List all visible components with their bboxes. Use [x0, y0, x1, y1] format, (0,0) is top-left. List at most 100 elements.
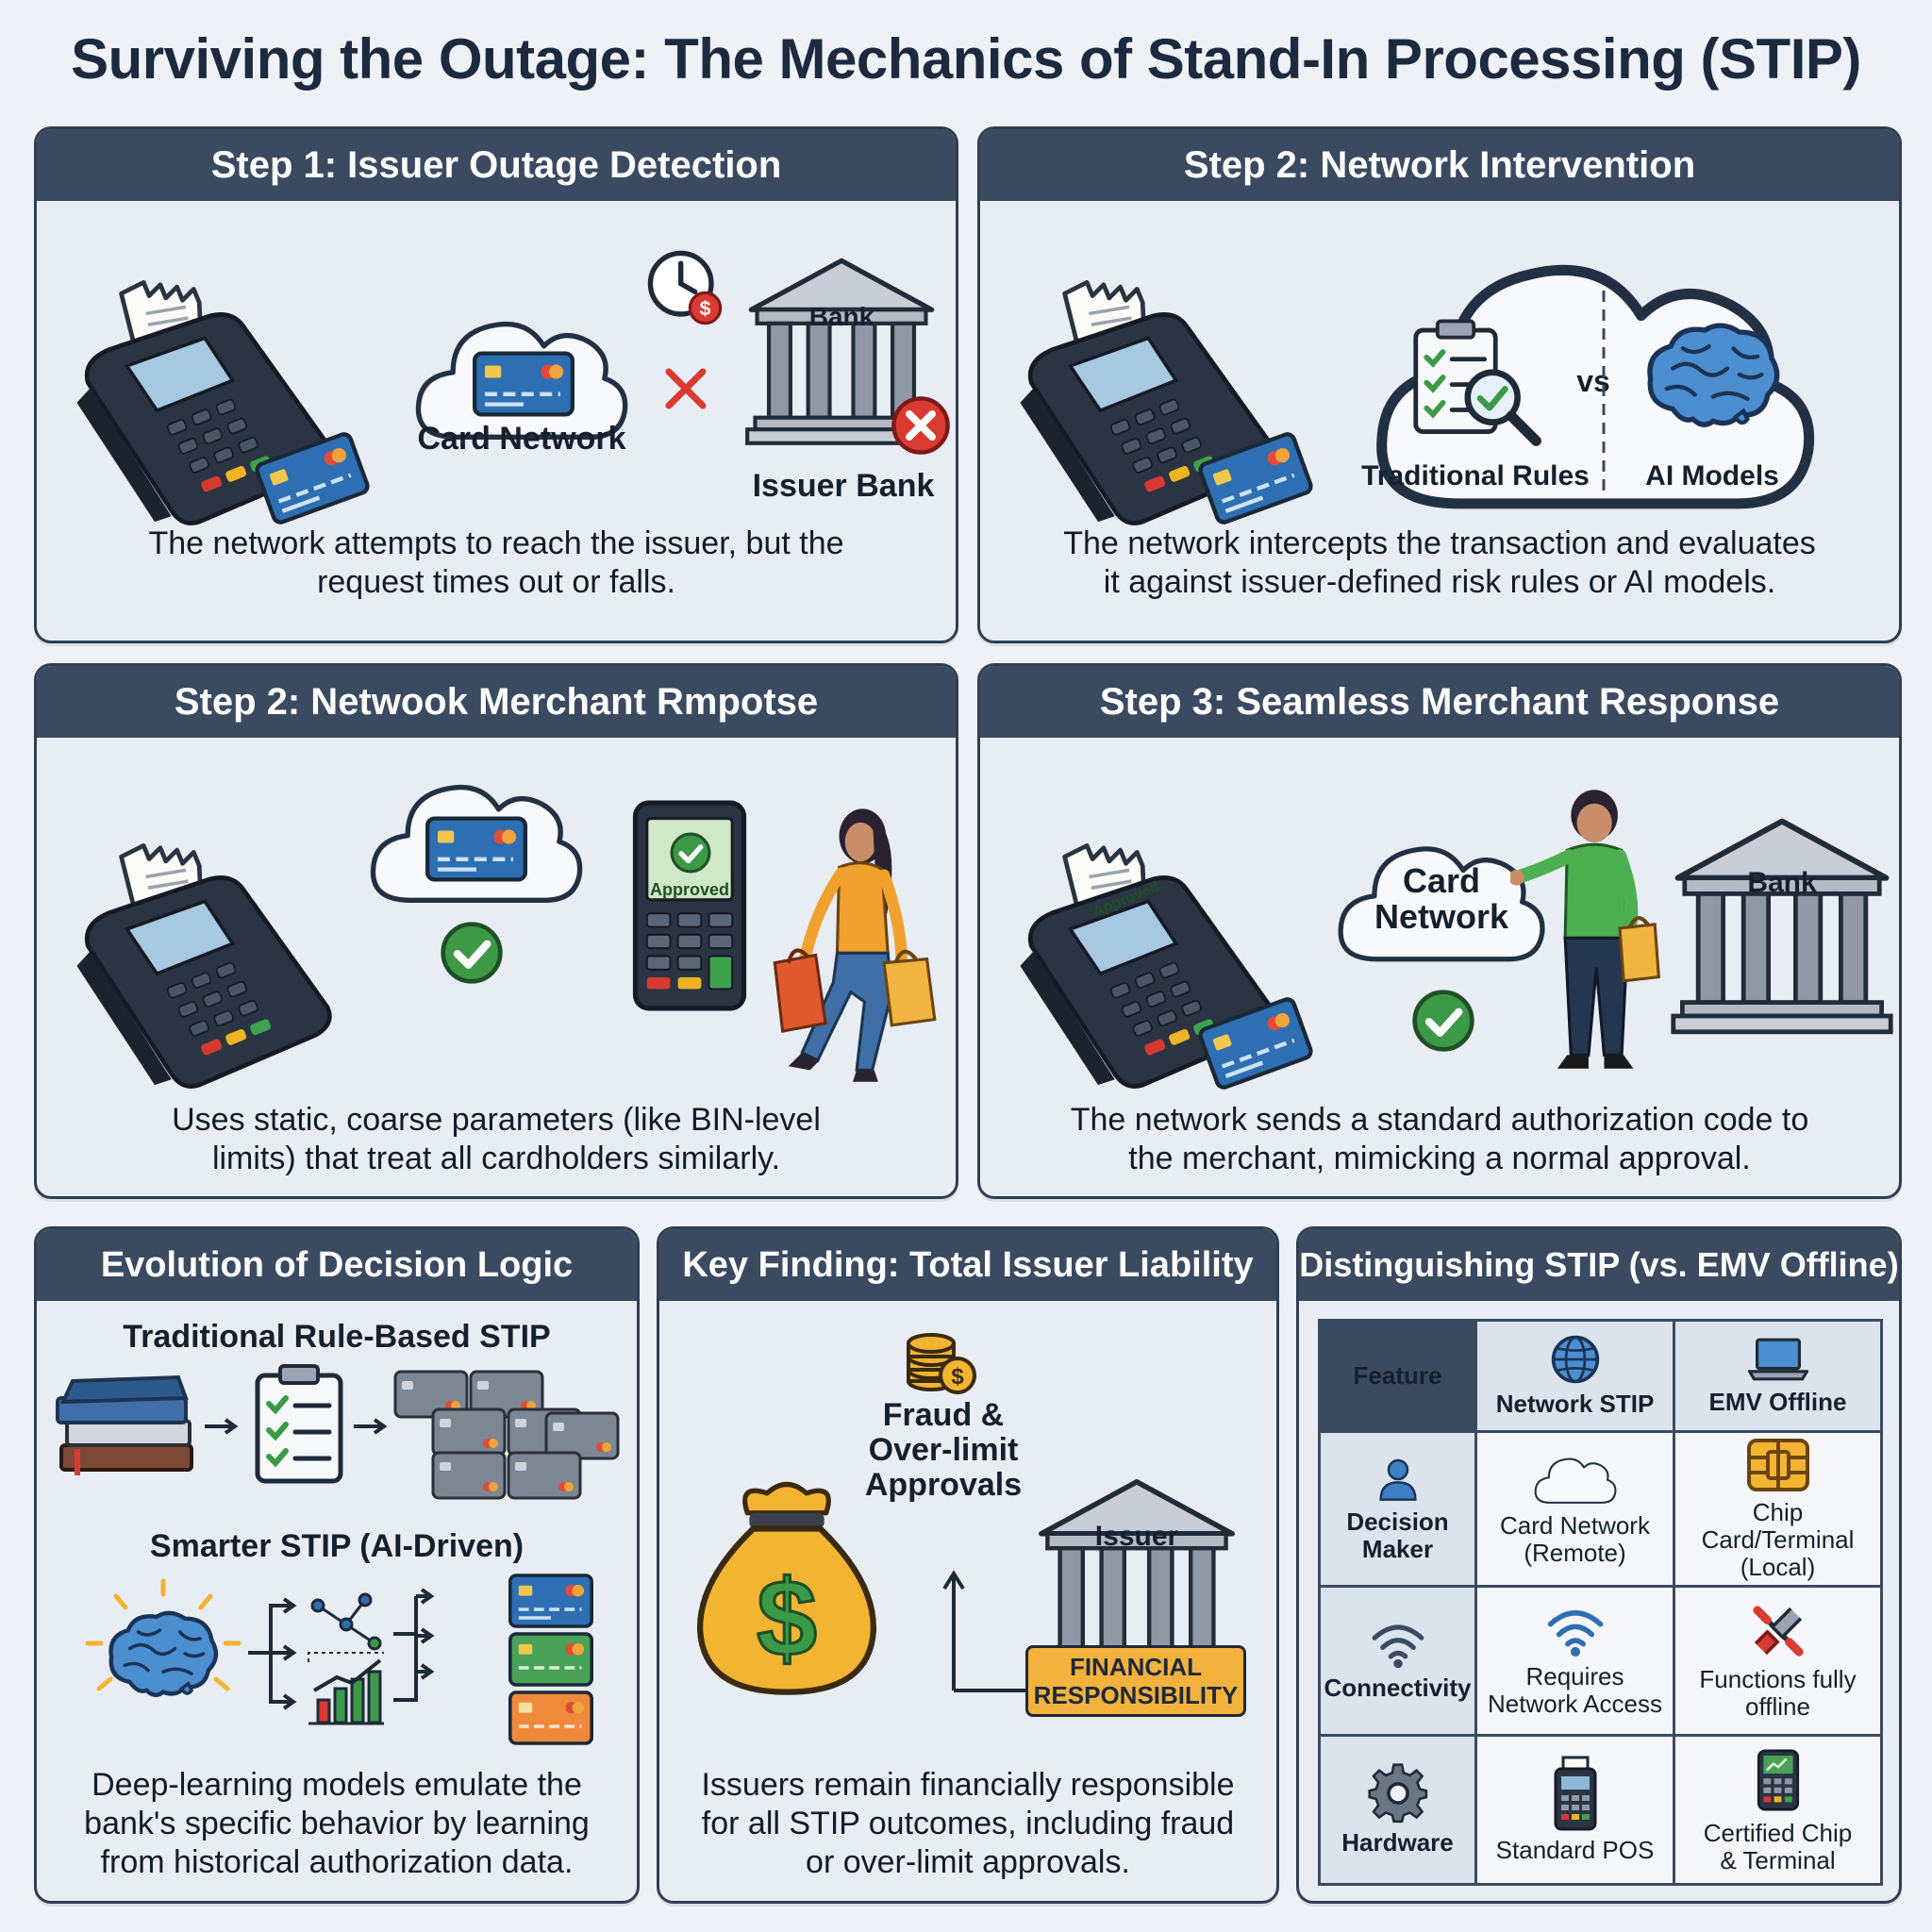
feature-header: Feature	[1318, 1319, 1477, 1433]
panel-step3-description: Uses static, coarse parameters (like BIN…	[56, 1101, 937, 1178]
emv-offline-header: EMV Offline	[1673, 1319, 1883, 1433]
panel-step4-description: The network sends a standard authorizati…	[999, 1101, 1880, 1178]
traditional-stip-label: Traditional Rule-Based STIP	[123, 1319, 551, 1355]
desc-line: it against issuer-defined risk rules or …	[1103, 564, 1776, 600]
cell-line: & Terminal	[1720, 1845, 1836, 1874]
panel-step2-description: The network intercepts the transaction a…	[999, 525, 1880, 602]
panel-step1-outage-detection: Step 1: Issuer Outage Detection Card Net…	[34, 126, 958, 643]
row-label-line: Hardware	[1341, 1828, 1454, 1857]
chip-terminal-icon	[1754, 1746, 1803, 1814]
panel-key-finding-description: Issuers remain financially responsible f…	[678, 1766, 1257, 1882]
issuer-bank-label: Issuer Bank	[752, 468, 935, 504]
divider-line	[1602, 291, 1606, 498]
cell-line: Card Network	[1500, 1510, 1650, 1540]
vs-label: vs	[1576, 364, 1610, 398]
panel-step2-heading: Step 2: Network Intervention	[980, 129, 1899, 201]
desc-line: limits) that treat all cardholders simil…	[211, 1141, 781, 1176]
panel-step1-description: The network attempts to reach the issuer…	[56, 525, 937, 602]
panel-evolution-description: Deep-learning models emulate the bank's …	[56, 1766, 618, 1882]
panel-key-finding-liability: Key Finding: Total Issuer Liability Frau…	[657, 1226, 1279, 1904]
cell-line: Chip Card/Terminal	[1701, 1498, 1855, 1554]
table-row: Hardware Standard POS Certified Chip& Te…	[1318, 1734, 1883, 1886]
desc-line: Issuers remain financially responsible	[701, 1767, 1235, 1803]
cell-line: Standard POS	[1495, 1836, 1655, 1864]
pos-terminal-icon	[1552, 1756, 1599, 1831]
phone-approved-label: Approved	[649, 880, 729, 899]
panel-distinguishing-heading: Distinguishing STIP (vs. EMV Offline)	[1299, 1229, 1899, 1301]
green-card-icon	[508, 1632, 593, 1687]
cell-line: Certified Chip	[1703, 1818, 1853, 1847]
traditional-rules-label: Traditional Rules	[1361, 460, 1590, 491]
row-label-line: Maker	[1361, 1534, 1434, 1563]
financial-responsibility-badge: FINANCIAL RESPONSIBILITY	[1025, 1645, 1246, 1717]
page-title: Surviving the Outage: The Mechanics of S…	[71, 27, 1861, 91]
desc-line: bank's specific behavior by learning	[84, 1806, 590, 1841]
arrow-right-icon	[205, 1418, 239, 1435]
desc-line: The network intercepts the transaction a…	[1063, 525, 1816, 561]
panel-step4-heading: Step 3: Seamless Merchant Response	[980, 666, 1899, 738]
panel-step2-network-intervention: Step 2: Network Intervention vs Traditio…	[977, 126, 1902, 643]
wifi-icon	[1545, 1605, 1606, 1657]
cell-hardware-emv: Certified Chip& Terminal	[1673, 1734, 1883, 1886]
card-network-line: Network	[1374, 897, 1509, 936]
desc-line: for all STIP outcomes, including fraud	[701, 1806, 1235, 1841]
cloud-icon	[1532, 1452, 1619, 1507]
card-network-line: Card	[1402, 861, 1481, 900]
resp-line: RESPONSIBILITY	[1033, 1681, 1239, 1709]
liability-arrow-icon	[942, 1570, 1033, 1692]
row-header-hardware: Hardware	[1318, 1734, 1477, 1886]
books-icon	[56, 1374, 197, 1477]
network-stip-header: Network STIP	[1474, 1319, 1675, 1433]
money-bag-icon	[688, 1474, 886, 1700]
person-icon	[1374, 1456, 1422, 1503]
laptop-icon	[1748, 1336, 1808, 1383]
network-stip-label: Network STIP	[1495, 1390, 1655, 1418]
coins-icon	[901, 1323, 976, 1398]
desc-line: request times out or falls.	[317, 564, 675, 600]
desc-line: Deep-learning models emulate the	[92, 1767, 582, 1803]
panel-step3-heading: Step 2: Netwook Merchant Rmpotse	[37, 666, 956, 738]
bank-icon	[1669, 812, 1895, 1039]
cell-line: offline	[1745, 1691, 1810, 1721]
fraud-overlimit-label: Fraud & Over-limit Approvals	[835, 1398, 1052, 1503]
desc-line: Uses static, coarse parameters (like BIN…	[172, 1102, 821, 1138]
x-mark-icon	[665, 368, 707, 409]
fraud-line: Approvals	[864, 1467, 1023, 1503]
flow-arrows-icon	[248, 1588, 435, 1725]
panel-distinguishing-stip: Distinguishing STIP (vs. EMV Offline) Fe…	[1296, 1226, 1902, 1904]
fraud-line: Fraud &	[882, 1397, 1005, 1433]
globe-icon	[1550, 1334, 1601, 1385]
cell-line: Network Access	[1488, 1689, 1662, 1718]
bank-word-label: Bank	[1747, 867, 1817, 898]
desc-line: The network attempts to reach the issuer…	[148, 525, 844, 561]
ai-brain-icon	[85, 1578, 242, 1719]
blue-card-icon	[508, 1574, 593, 1628]
row-label-line: Connectivity	[1324, 1674, 1472, 1702]
cell-line: (Local)	[1740, 1553, 1816, 1581]
panel-step1-heading: Step 1: Issuer Outage Detection	[37, 129, 956, 201]
panel-step2-merchant-response: Step 2: Netwook Merchant Rmpotse Approve…	[34, 663, 958, 1199]
chip-icon	[1745, 1437, 1811, 1493]
emv-offline-label: EMV Offline	[1708, 1388, 1847, 1416]
bank-word-label: Bank	[808, 302, 874, 331]
clock-timeout-icon	[644, 247, 725, 328]
error-x-circle-icon	[890, 394, 952, 457]
checkmark-icon	[439, 920, 505, 986]
gear-icon	[1368, 1763, 1428, 1824]
row-label-line: Decision	[1346, 1507, 1449, 1536]
issuer-word-label: Issuer	[1094, 1521, 1179, 1552]
table-header-row: Feature Network STIP EMV Offline	[1318, 1319, 1883, 1433]
cell-line: (Remote)	[1524, 1538, 1626, 1567]
magnifier-icon	[1459, 364, 1542, 447]
cell-line: Requires	[1525, 1661, 1624, 1690]
card-network-label: Card Network	[1333, 863, 1550, 935]
arrow-right-icon	[354, 1418, 388, 1435]
cell-decision-maker-emv: Chip Card/Terminal(Local)	[1673, 1430, 1883, 1588]
desc-line: the merchant, mimicking a normal approva…	[1128, 1141, 1751, 1176]
checkmark-icon	[1410, 988, 1476, 1054]
panel-step3-seamless-response: Step 3: Seamless Merchant Response Appro…	[977, 663, 1902, 1199]
